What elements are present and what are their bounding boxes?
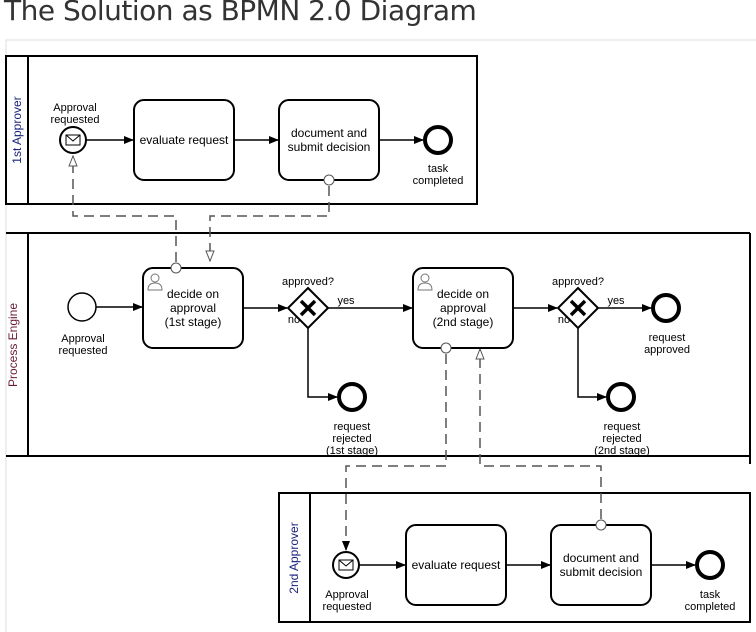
end-event[interactable] (695, 550, 725, 580)
event-label: request (649, 332, 686, 344)
task-label: approval (170, 301, 216, 315)
message-source-marker (440, 342, 452, 354)
task-evaluate-request[interactable] (133, 99, 235, 181)
event-label: (1st stage) (326, 445, 378, 457)
task-label: document and (563, 551, 639, 565)
task-label: document and (291, 126, 367, 140)
event-label: Approval (53, 102, 96, 114)
x-icon (299, 299, 317, 317)
lane-label-2nd-approver: 2nd Approver (287, 522, 301, 593)
end-event-rejected-2[interactable] (606, 382, 636, 412)
start-event[interactable] (67, 292, 97, 322)
diagram-frame (5, 39, 756, 632)
flow-label-yes: yes (337, 295, 355, 307)
lane-label-process-engine: Process Engine (6, 303, 20, 387)
message-source-marker (595, 519, 607, 531)
message-flows (73, 156, 602, 551)
exclusive-gateway-2[interactable] (556, 286, 600, 330)
task-label: (2nd stage) (433, 315, 494, 329)
message-source-marker (323, 174, 335, 186)
event-label: rejected (602, 433, 641, 445)
message-start-event[interactable] (59, 126, 87, 154)
user-icon (147, 273, 163, 291)
pool-process-engine (6, 232, 751, 464)
task-label: decide on (167, 287, 219, 301)
user-task-decide-2nd[interactable] (412, 267, 514, 349)
task-label: (1st stage) (165, 315, 222, 329)
event-label: Approval (325, 589, 368, 601)
end-event-approved[interactable] (651, 293, 681, 323)
message-start-event[interactable] (332, 551, 360, 579)
event-label: task (428, 163, 449, 175)
event-label: requested (59, 345, 108, 357)
event-label: task (700, 589, 721, 601)
event-label: request (334, 421, 371, 433)
end-event[interactable] (423, 125, 453, 155)
user-icon (417, 273, 433, 291)
envelope-icon (65, 134, 81, 146)
event-label: (2nd stage) (594, 445, 650, 457)
gateway-question: approved? (552, 276, 604, 288)
lane-label-1st-approver: 1st Approver (10, 96, 24, 163)
pool-1st-approver (5, 55, 478, 205)
event-label: completed (685, 601, 736, 613)
task-label: evaluate request (412, 558, 501, 572)
x-icon (569, 299, 587, 317)
event-label: requested (323, 601, 372, 613)
task-evaluate-request[interactable] (405, 524, 507, 606)
gateway-question: approved? (282, 276, 334, 288)
envelope-icon (338, 559, 354, 571)
flow-label-yes: yes (607, 295, 625, 307)
event-label: Approval (61, 333, 104, 345)
task-label: decide on (437, 287, 489, 301)
event-label: requested (51, 114, 100, 126)
task-label: submit decision (560, 565, 643, 579)
event-label: approved (644, 344, 690, 356)
event-label: rejected (332, 433, 371, 445)
event-label: completed (413, 175, 464, 187)
flow-label-no: no (558, 314, 570, 326)
event-label: request (604, 421, 641, 433)
message-source-marker (170, 262, 182, 274)
flow-label-no: no (288, 314, 300, 326)
page-title: The Solution as BPMN 2.0 Diagram (4, 0, 477, 27)
pool-2nd-approver (278, 492, 751, 623)
end-event-rejected-1[interactable] (337, 382, 367, 412)
user-task-decide-1st[interactable] (142, 267, 244, 349)
task-label: evaluate request (140, 133, 229, 147)
sequence-flows (86, 136, 696, 569)
task-label: approval (440, 301, 486, 315)
task-label: submit decision (288, 140, 371, 154)
exclusive-gateway-1[interactable] (286, 286, 330, 330)
